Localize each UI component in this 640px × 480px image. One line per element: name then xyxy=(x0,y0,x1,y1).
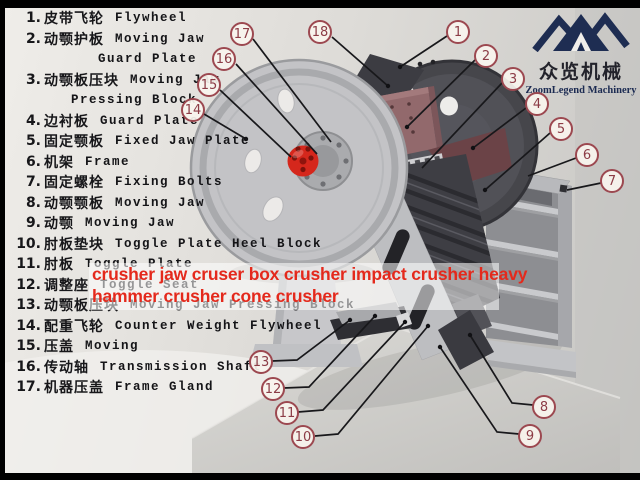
part-row: 4.边衬板 Guard Plate xyxy=(8,111,355,132)
callout-1: 1 xyxy=(446,20,470,44)
part-name-cn: 肘板 xyxy=(44,257,74,274)
part-name-en: Fixed Jaw Plate xyxy=(115,134,251,149)
part-name-en: Moving Jaw xyxy=(115,31,206,46)
part-name-en: Frame Gland xyxy=(115,380,215,395)
part-number: 17. xyxy=(16,379,41,396)
part-number: 10. xyxy=(16,235,41,252)
part-name-cn: 传动轴 xyxy=(44,359,89,376)
part-name-en: Moving Jaw xyxy=(85,216,176,231)
part-name-en: Flywheel xyxy=(115,11,188,26)
callout-leader-lines xyxy=(203,35,602,437)
part-number: 16. xyxy=(16,358,41,375)
part-name-en: Pressing Block xyxy=(71,93,198,108)
red-shaft-gland xyxy=(287,145,319,177)
callout-7: 7 xyxy=(600,169,624,193)
brand-logo: 众览机械 ZoomLegend Machinery xyxy=(525,10,637,96)
callout-14: 14 xyxy=(181,98,205,122)
part-row: 9.动颚 Moving Jaw xyxy=(8,213,355,234)
frame-side-box xyxy=(452,162,576,378)
part-row: 15.压盖 Moving xyxy=(8,336,355,357)
callout-12: 12 xyxy=(261,377,285,401)
part-name-en: Guard Plate xyxy=(100,113,200,128)
callout-5: 5 xyxy=(549,117,573,141)
logo-name-cn: 众览机械 xyxy=(538,61,623,83)
part-row: 7.固定螺栓 Fixing Bolts xyxy=(8,172,355,193)
part-number: 4. xyxy=(25,112,41,129)
part-name-en: Moving xyxy=(85,339,140,354)
caption-backdrop xyxy=(89,263,499,310)
callout-10: 10 xyxy=(291,425,315,449)
part-name-cn: 压盖 xyxy=(44,339,74,356)
part-number: 8. xyxy=(25,194,41,211)
part-name-cn: 肘板垫块 xyxy=(44,236,104,253)
parts-list: 1.皮带飞轮 Flywheel 2.动颚护板 Moving Jaw Guard Pl… xyxy=(8,8,355,398)
callout-11: 11 xyxy=(275,401,299,425)
part-name-cn: 边衬板 xyxy=(44,113,89,130)
part-name-en: Frame xyxy=(85,154,131,169)
callout-15: 15 xyxy=(197,73,221,97)
part-name-cn: 皮带飞轮 xyxy=(44,11,104,28)
part-number: 7. xyxy=(25,174,41,191)
callout-3: 3 xyxy=(501,67,525,91)
part-name-en: Counter Weight Flywheel xyxy=(115,318,323,333)
part-row: 3.动颚板压块 Moving Jaw xyxy=(8,70,355,91)
part-name-en: Toggle Plate Heel Block xyxy=(115,236,323,251)
part-name-cn: 机架 xyxy=(44,154,74,171)
frame-content: 1.皮带飞轮 Flywheel 2.动颚护板 Moving Jaw Guard Pl… xyxy=(5,8,640,473)
part-name-cn: 动颚颚板 xyxy=(44,195,104,212)
part-name-en: Fixing Bolts xyxy=(115,175,224,190)
part-number: 15. xyxy=(16,338,41,355)
part-number: 6. xyxy=(25,153,41,170)
logo-name-en: ZoomLegend Machinery xyxy=(525,85,637,96)
leader-end-dots xyxy=(243,64,488,350)
caption-line-2: hammer crusher cone crusher xyxy=(92,286,339,306)
part-name-cn: 固定颚板 xyxy=(44,134,104,151)
part-number: 11. xyxy=(16,256,41,273)
callout-13: 13 xyxy=(249,350,273,374)
callout-17: 17 xyxy=(230,22,254,46)
part-name-cn: 动颚 xyxy=(44,216,74,233)
callout-4: 4 xyxy=(525,92,549,116)
part-name-en: Guard Plate xyxy=(98,52,198,67)
part-row: 17.机器压盖 Frame Gland xyxy=(8,377,355,398)
part-row: 6.机架 Frame xyxy=(8,152,355,173)
part-number: 9. xyxy=(25,215,41,232)
part-number: 3. xyxy=(25,71,41,88)
part-name-en: Moving Jaw xyxy=(130,72,221,87)
part-row: 2.动颚护板 Moving Jaw xyxy=(8,29,355,50)
toggle-mechanism xyxy=(330,294,494,370)
part-name-cn: 配重飞轮 xyxy=(44,318,104,335)
callout-16: 16 xyxy=(212,47,236,71)
part-name-cn: 动颚板压块 xyxy=(44,72,119,89)
callout-2: 2 xyxy=(474,44,498,68)
part-number: 13. xyxy=(16,297,41,314)
mountain-peaks-icon xyxy=(532,12,630,53)
part-number: 2. xyxy=(25,30,41,47)
part-name-cn: 调整座 xyxy=(44,277,89,294)
part-name-cn: 固定螺栓 xyxy=(44,175,104,192)
callout-18: 18 xyxy=(308,20,332,44)
part-row: 1.皮带飞轮 Flywheel xyxy=(8,8,355,29)
part-row: 16.传动轴 Transmission Shaft xyxy=(8,357,355,378)
part-row-continuation: Pressing Block xyxy=(8,90,355,111)
part-number: 1. xyxy=(25,10,41,27)
part-number: 12. xyxy=(16,276,41,293)
callout-6: 6 xyxy=(575,143,599,167)
part-name-cn: 动颚护板 xyxy=(44,31,104,48)
part-name-en: Moving Jaw xyxy=(115,195,206,210)
part-row: 8.动颚颚板 Moving Jaw xyxy=(8,193,355,214)
caption-overlay: crusher jaw cruser box crusher impact cr… xyxy=(89,263,528,310)
part-row: 14.配重飞轮 Counter Weight Flywheel xyxy=(8,316,355,337)
part-row: 10.肘板垫块 Toggle Plate Heel Block xyxy=(8,234,355,255)
part-number: 5. xyxy=(25,133,41,150)
callout-9: 9 xyxy=(518,424,542,448)
caption-line-1: crusher jaw cruser box crusher impact cr… xyxy=(92,264,528,284)
part-number: 14. xyxy=(16,317,41,334)
part-name-en: Transmission Shaft xyxy=(100,359,263,374)
part-row: 5.固定颚板 Fixed Jaw Plate xyxy=(8,131,355,152)
part-row-continuation: Guard Plate xyxy=(8,49,355,70)
part-name-cn: 机器压盖 xyxy=(44,380,104,397)
callout-8: 8 xyxy=(532,395,556,419)
